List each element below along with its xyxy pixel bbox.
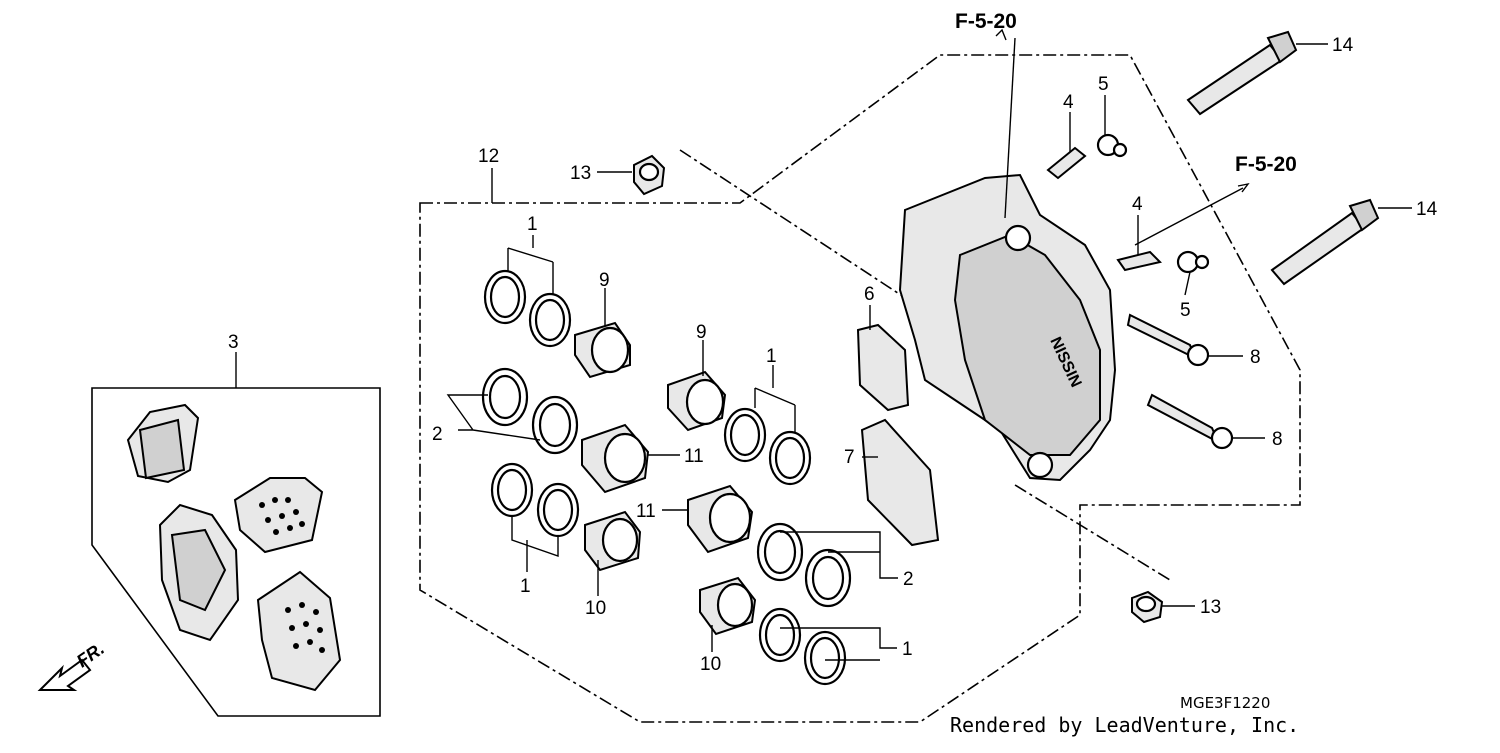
- pad-spring-6[interactable]: [856, 323, 910, 412]
- dust-seals-lower[interactable]: [756, 522, 852, 608]
- assembly-outline: [419, 54, 1301, 723]
- pad-spring-7[interactable]: [860, 418, 940, 547]
- mounting-bolt-upper[interactable]: [1186, 30, 1298, 116]
- callout-1-lower-left: 1: [520, 576, 531, 597]
- pad-pin-lower[interactable]: [1146, 393, 1234, 450]
- diagram-code: MGE3F1220: [1180, 694, 1270, 712]
- callout-13-upper: 13: [570, 163, 591, 184]
- callout-1-middle: 1: [766, 346, 777, 367]
- reference-f-5-20-right[interactable]: F-5-20: [1235, 153, 1297, 176]
- pad-set-outline: [91, 387, 381, 717]
- callout-9-middle: 9: [696, 322, 707, 343]
- callout-5-lower: 5: [1180, 300, 1191, 321]
- callout-10-lower: 10: [700, 654, 721, 675]
- collar-lower[interactable]: [1131, 590, 1164, 624]
- piston-10-lower[interactable]: [699, 576, 757, 636]
- leader-lines: [235, 28, 1412, 661]
- callout-6: 6: [864, 284, 875, 305]
- callout-10-upper: 10: [585, 598, 606, 619]
- assembly-divider-lower: [1014, 484, 1171, 581]
- piston-9-upper[interactable]: [574, 321, 631, 379]
- brake-pad-lower-right[interactable]: [256, 570, 342, 692]
- callout-14-lower: 14: [1416, 199, 1438, 220]
- callout-labels: 3 12 13 1 9 2 9 1 11 11 1 10 10 2 1 6 7 …: [228, 35, 1438, 675]
- callout-9-upper: 9: [599, 270, 610, 291]
- callout-11-lower: 11: [636, 501, 656, 522]
- piston-11-upper[interactable]: [581, 423, 650, 494]
- piston-11-lower[interactable]: [687, 484, 754, 554]
- bleeder-valve-upper[interactable]: [1046, 146, 1087, 180]
- callout-7: 7: [844, 447, 855, 468]
- caliper-body[interactable]: NISSIN: [898, 173, 1117, 482]
- callout-1-upper: 1: [527, 214, 538, 235]
- callout-2-left: 2: [432, 424, 443, 445]
- front-direction-arrow-icon: [37, 658, 92, 691]
- bleeder-cap-lower[interactable]: [1176, 250, 1210, 274]
- callout-12: 12: [478, 146, 499, 167]
- callout-5-upper: 5: [1098, 74, 1109, 95]
- piston-seals-lower-right[interactable]: [758, 607, 847, 686]
- callout-4-lower: 4: [1132, 194, 1143, 215]
- callout-11-upper: 11: [684, 446, 704, 467]
- callout-1-lower-right: 1: [902, 639, 913, 660]
- dust-seals-upper[interactable]: [481, 367, 579, 455]
- brake-pad-lower-left[interactable]: [158, 503, 240, 642]
- piston-seals-lower-left[interactable]: [490, 462, 580, 538]
- callout-8-upper: 8: [1250, 347, 1261, 368]
- collar-upper[interactable]: [633, 154, 666, 196]
- bleeder-cap-upper[interactable]: [1096, 133, 1128, 158]
- piston-10-upper[interactable]: [584, 510, 642, 572]
- callout-13-lower: 13: [1200, 597, 1221, 618]
- reference-f-5-20-top[interactable]: F-5-20: [955, 10, 1017, 33]
- piston-9-middle[interactable]: [667, 370, 727, 432]
- assembly-divider: [679, 149, 1016, 371]
- pad-pin-upper[interactable]: [1126, 313, 1210, 367]
- mounting-bolt-lower[interactable]: [1270, 198, 1380, 286]
- piston-seals-middle[interactable]: [723, 407, 812, 486]
- callout-4-upper: 4: [1063, 92, 1074, 113]
- callout-2-right: 2: [903, 569, 914, 590]
- brake-pad-middle[interactable]: [233, 477, 324, 554]
- callout-14-upper: 14: [1332, 35, 1354, 56]
- piston-seals-upper[interactable]: [483, 269, 572, 348]
- bleeder-valve-lower[interactable]: [1116, 250, 1162, 272]
- credit-text: Rendered by LeadVenture, Inc.: [950, 713, 1299, 737]
- callout-8-lower: 8: [1272, 429, 1283, 450]
- brake-pad-upper[interactable]: [126, 403, 200, 484]
- callout-3: 3: [228, 332, 239, 353]
